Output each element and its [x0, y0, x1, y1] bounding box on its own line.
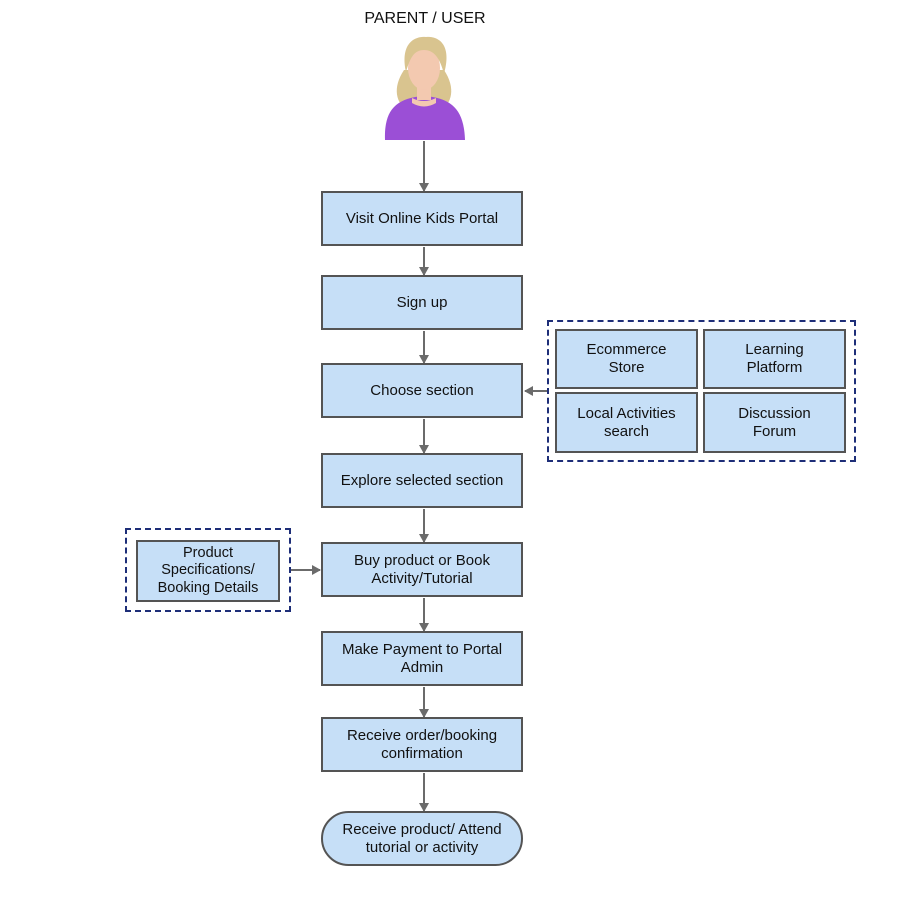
step-receive-confirmation: Receive order/booking confirmation: [321, 717, 523, 772]
actor-label: PARENT / USER: [364, 10, 486, 27]
step-visit-portal: Visit Online Kids Portal: [321, 191, 523, 246]
sections-group: [547, 320, 856, 462]
step-receive-product-terminal: Receive product/ Attend tutorial or acti…: [321, 811, 523, 866]
section-learning-platform: Learning Platform: [703, 329, 846, 389]
section-local-activities-search: Local Activities search: [555, 392, 698, 453]
user-avatar-icon: [384, 36, 465, 140]
flow-arrows: [291, 141, 547, 812]
step-buy-or-book: Buy product or Book Activity/Tutorial: [321, 542, 523, 597]
step-choose-section: Choose section: [321, 363, 523, 418]
step-sign-up: Sign up: [321, 275, 523, 330]
section-ecommerce-store: Ecommerce Store: [555, 329, 698, 389]
product-specifications-booking-details: Product Specifications/ Booking Details: [136, 540, 280, 602]
step-make-payment: Make Payment to Portal Admin: [321, 631, 523, 686]
section-discussion-forum: Discussion Forum: [703, 392, 846, 453]
details-group: [125, 528, 291, 612]
step-explore-section: Explore selected section: [321, 453, 523, 508]
